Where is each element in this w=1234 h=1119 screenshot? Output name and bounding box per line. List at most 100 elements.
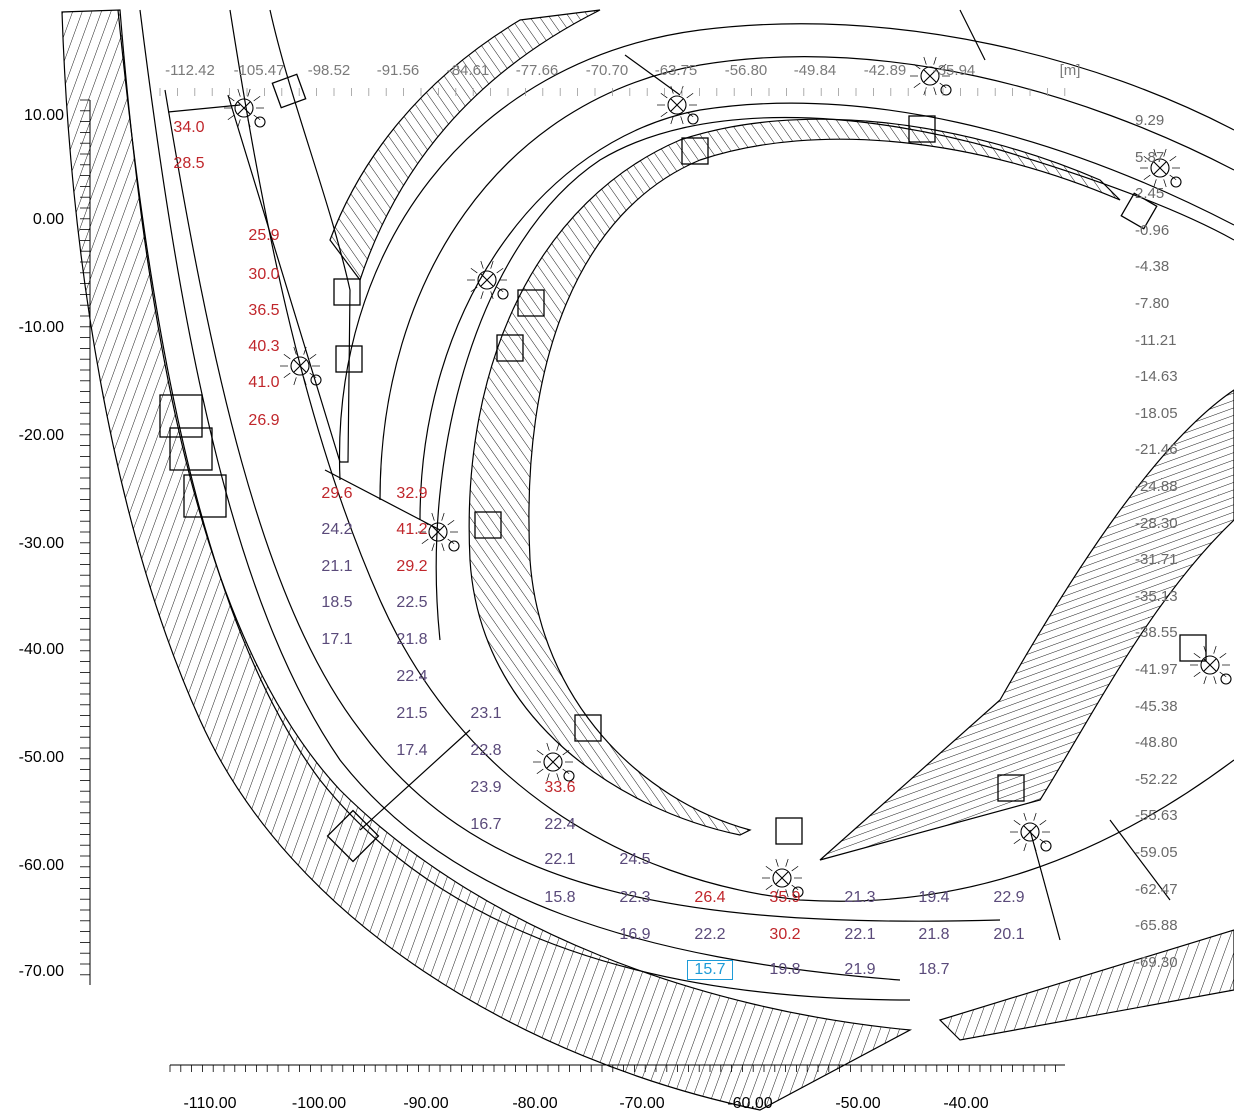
bottom-axis-label: -60.00 (727, 1095, 773, 1112)
top-axis-label: -84.61 (446, 62, 490, 79)
ring-outer (338, 23, 1234, 481)
illuminance-value[interactable]: 18.7 (918, 961, 950, 978)
top-axis-label: -98.52 (307, 62, 351, 79)
illuminance-value[interactable]: 34.0 (173, 119, 205, 136)
illuminance-value[interactable]: 17.4 (396, 742, 428, 759)
luminaire-icon[interactable] (533, 742, 575, 782)
inner-island-hatch (468, 118, 1121, 836)
upper-median-hatch (329, 9, 601, 282)
illuminance-value[interactable]: 36.5 (248, 302, 280, 319)
illuminance-value[interactable]: 28.5 (173, 155, 205, 172)
illuminance-value[interactable]: 24.5 (619, 851, 651, 868)
illuminance-value[interactable]: 21.3 (844, 889, 876, 906)
ring-2 (379, 56, 1234, 501)
illuminance-value[interactable]: 18.5 (321, 594, 353, 611)
right-axis-label: -45.38 (1135, 697, 1178, 715)
road-geometry (61, 9, 1234, 1111)
illuminance-value[interactable]: 29.2 (396, 558, 428, 575)
illuminance-value[interactable]: 23.9 (470, 779, 502, 796)
top-axis-label: -35.94 (932, 62, 976, 79)
illuminance-value[interactable]: 21.5 (396, 705, 428, 722)
illuminance-value[interactable]: 29.6 (321, 485, 353, 502)
illuminance-value[interactable]: 32.9 (396, 485, 428, 502)
illuminance-value[interactable]: 33.6 (544, 779, 576, 796)
illuminance-value[interactable]: 20.1 (993, 926, 1025, 943)
illuminance-value[interactable]: 25.9 (248, 227, 280, 244)
illuminance-value[interactable]: 16.9 (619, 926, 651, 943)
left-axis-label: 0.00 (32, 211, 64, 228)
illuminance-value[interactable]: 22.1 (844, 926, 876, 943)
right-axis-label: 5.87 (1135, 148, 1165, 166)
left-axis-label: 10.00 (23, 107, 64, 124)
illuminance-value[interactable]: 15.8 (544, 889, 576, 906)
illuminance-value[interactable]: 35.9 (769, 889, 801, 906)
luminaire-icon[interactable] (657, 85, 699, 125)
road-edge-4 (229, 9, 1234, 902)
illuminance-value[interactable]: 41.2 (396, 521, 428, 538)
illuminance-value[interactable]: 26.9 (248, 412, 280, 429)
illuminance-value[interactable]: 22.2 (694, 926, 726, 943)
luminaire-icon[interactable] (762, 858, 804, 898)
illuminance-value[interactable]: 22.3 (619, 889, 651, 906)
illuminance-value[interactable]: 19.8 (769, 961, 801, 978)
right-axis-label: -38.55 (1135, 624, 1178, 642)
left-axis-label: -20.00 (18, 427, 64, 444)
illuminance-value[interactable]: 22.1 (544, 851, 576, 868)
right-axis-label: -28.30 (1135, 514, 1178, 532)
illuminance-value[interactable]: 21.9 (844, 961, 876, 978)
top-axis-ticks (159, 88, 1066, 96)
illuminance-value[interactable]: 23.1 (470, 705, 502, 722)
bottom-axis-label: -100.00 (291, 1095, 347, 1112)
illuminance-value[interactable]: 21.8 (918, 926, 950, 943)
illuminance-value[interactable]: 21.1 (321, 558, 353, 575)
right-embankment (938, 929, 1234, 1041)
illuminance-value[interactable]: 24.2 (321, 521, 353, 538)
illuminance-value[interactable]: 30.2 (769, 926, 801, 943)
road-edge-3 (164, 89, 1001, 922)
top-axis-label: -77.66 (515, 62, 559, 79)
top-axis-unit: [m] (1059, 62, 1081, 79)
illuminance-value[interactable]: 19.4 (918, 889, 950, 906)
illuminance-value[interactable]: 22.4 (544, 816, 576, 833)
luminaire-icon[interactable] (280, 346, 322, 386)
left-axis-label: -10.00 (18, 319, 64, 336)
right-axis-label: -24.88 (1135, 478, 1178, 495)
illuminance-value[interactable]: 22.9 (993, 889, 1025, 906)
luminaire-icon[interactable] (1140, 148, 1182, 188)
illuminance-value[interactable]: 21.8 (396, 631, 428, 648)
luminaire-icon[interactable] (224, 88, 266, 128)
right-axis-label: -21.46 (1135, 441, 1178, 459)
left-axis-label: -60.00 (18, 857, 64, 874)
luminaire-icon[interactable] (1010, 812, 1052, 852)
right-axis-label: -31.71 (1135, 551, 1178, 569)
illuminance-value[interactable]: 22.5 (396, 594, 428, 611)
left-axis-label: -40.00 (18, 641, 64, 658)
top-axis-label: -42.89 (863, 62, 907, 79)
bottom-axis-label: -70.00 (619, 1095, 665, 1112)
right-axis-label: -52.22 (1135, 770, 1178, 788)
detector-squares (159, 73, 1207, 863)
illuminance-value[interactable]: 40.3 (248, 338, 280, 355)
illuminance-value[interactable]: 22.8 (470, 742, 502, 759)
luminaire-icon[interactable] (418, 512, 460, 552)
illuminance-value[interactable]: 22.4 (396, 668, 428, 685)
median-island (227, 9, 351, 463)
right-axis-label: 2.45 (1135, 185, 1165, 203)
illuminance-value[interactable]: 15.7 (687, 960, 733, 980)
illuminance-value[interactable]: 16.7 (470, 816, 502, 833)
left-axis-label: -70.00 (18, 963, 64, 980)
luminaire-icon[interactable] (1190, 645, 1232, 685)
top-axis-label: -105.47 (233, 62, 285, 79)
right-axis-label: -48.80 (1135, 734, 1178, 752)
right-axis-label: -35.13 (1135, 587, 1178, 605)
illuminance-value[interactable]: 26.4 (694, 889, 726, 906)
right-axis-label: -14.63 (1135, 368, 1178, 386)
illuminance-value[interactable]: 17.1 (321, 631, 353, 648)
illuminance-value[interactable]: 30.0 (248, 266, 280, 283)
luminaire-icon[interactable] (467, 260, 509, 300)
top-axis-label: -56.80 (724, 62, 768, 79)
top-axis-label: -112.42 (165, 62, 215, 79)
illuminance-value[interactable]: 41.0 (248, 374, 280, 391)
right-axis-label: -4.38 (1135, 258, 1170, 276)
bottom-axis-label: -80.00 (512, 1095, 558, 1112)
